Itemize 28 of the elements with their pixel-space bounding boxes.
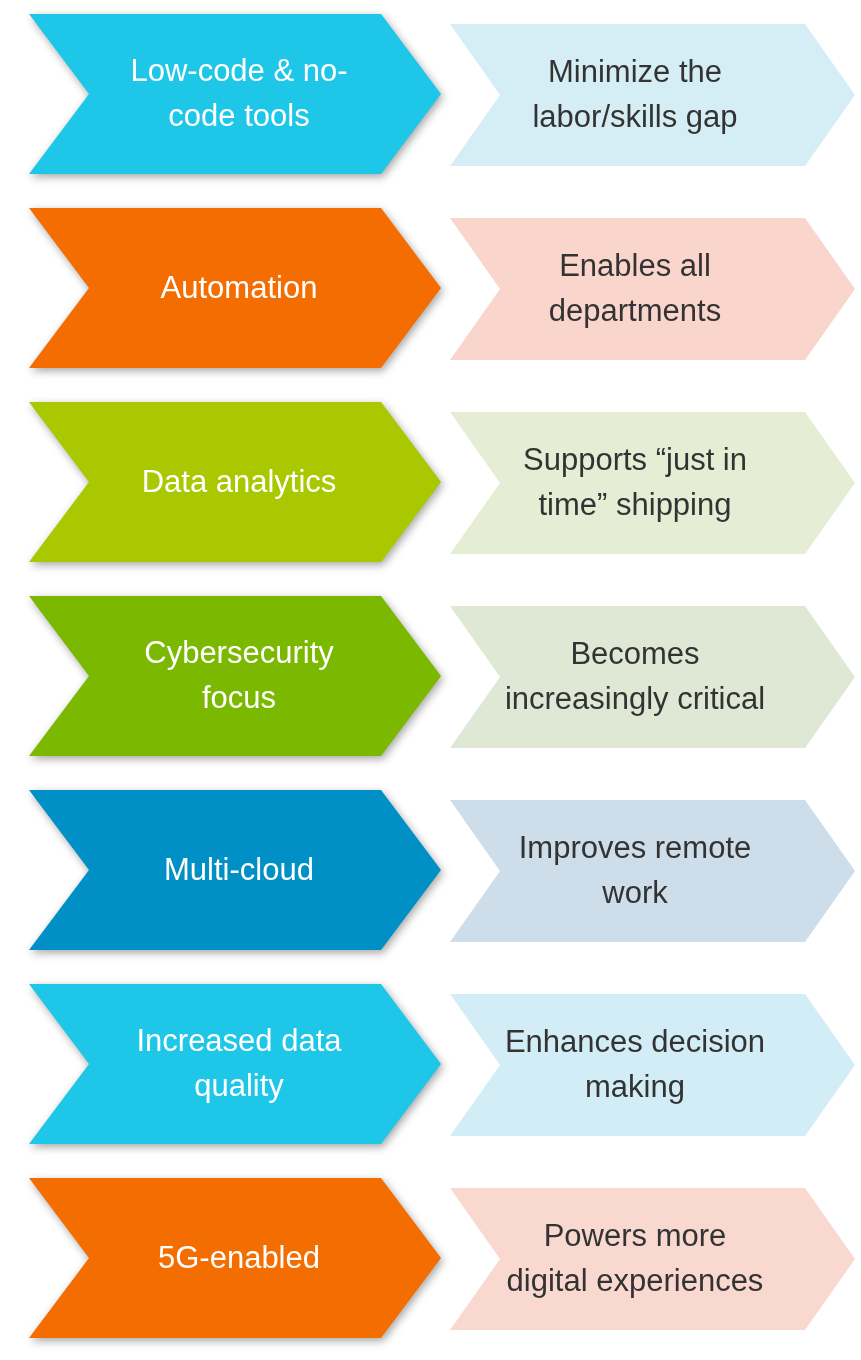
trend-label: 5G-enabled (158, 1238, 320, 1277)
trend-banner (29, 1178, 441, 1338)
trend-label: Automation (160, 268, 318, 307)
benefit-banner (450, 1188, 855, 1330)
trend-banner (29, 14, 441, 174)
trend-banner (29, 208, 441, 368)
trend-banner (29, 984, 441, 1144)
trend-label: Multi-cloud (164, 850, 314, 889)
trend-label: Low-code & no-code tools (129, 52, 349, 135)
benefit-label: Enhances decision making (503, 1023, 767, 1106)
benefit-banner (450, 218, 855, 360)
benefit-label: Enables all departments (547, 247, 723, 330)
benefit-label: Minimize the labor/skills gap (531, 53, 739, 136)
benefit-banner (450, 606, 855, 748)
trend-banner (29, 790, 441, 950)
benefit-banner (450, 800, 855, 942)
trend-banner (29, 402, 441, 562)
trend-banner (29, 596, 441, 756)
benefit-label: Powers more digital experiences (505, 1217, 765, 1300)
trend-label: Cybersecurity focus (143, 634, 335, 717)
benefit-label: Supports “just in time” shipping (522, 441, 748, 524)
benefit-banner (450, 412, 855, 554)
benefit-banner (450, 994, 855, 1136)
trend-label: Increased data quality (135, 1022, 343, 1105)
benefit-label: Becomes increasingly critical (503, 635, 767, 718)
benefit-label: Improves remote work (517, 829, 753, 912)
benefit-banner (450, 24, 855, 166)
trend-label: Data analytics (141, 462, 337, 501)
